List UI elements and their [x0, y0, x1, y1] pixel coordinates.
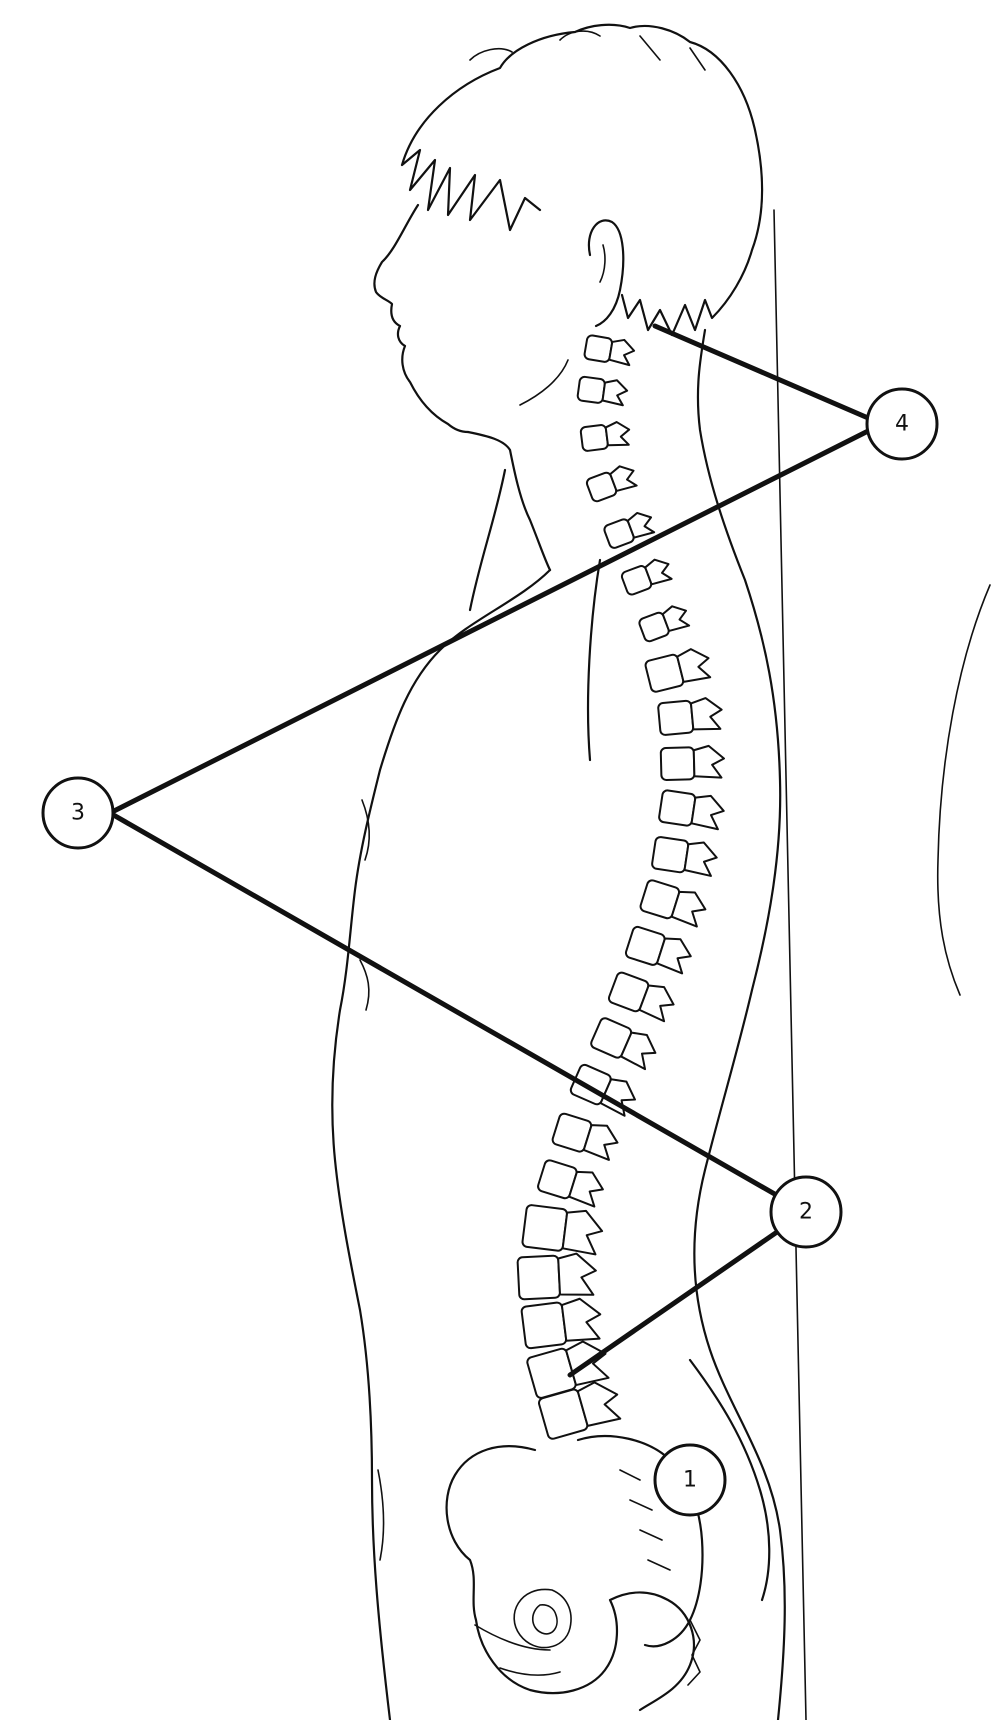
spinous-process: [609, 338, 636, 366]
acetabulum: [514, 1589, 571, 1647]
vertebra: [658, 789, 725, 831]
plumb-line: [774, 210, 806, 1720]
vertebra: [661, 746, 725, 781]
vertebra: [639, 878, 709, 928]
vertebra: [517, 1253, 597, 1300]
coccyx: [688, 1620, 700, 1685]
neck-front: [468, 432, 550, 570]
arm-outline: [470, 470, 600, 760]
spinous-process: [562, 1209, 604, 1255]
vertebra: [585, 462, 639, 502]
vertebral-body: [522, 1205, 568, 1252]
ear-inner: [600, 245, 605, 282]
vertebra: [521, 1296, 603, 1348]
vertebral-body: [521, 1302, 567, 1349]
face-profile: [374, 205, 468, 432]
vertebra: [644, 646, 713, 693]
callout-4: 4: [867, 389, 937, 459]
vertebra: [638, 602, 692, 642]
hair-outline: [402, 25, 762, 335]
callout-3: 3: [43, 778, 113, 848]
hip-crease: [378, 1470, 384, 1560]
callout-leaders: [110, 326, 882, 1375]
vertebra: [658, 697, 724, 736]
callout-4-label: 4: [895, 412, 909, 437]
spinous-process: [602, 379, 628, 406]
vertebra: [608, 970, 679, 1023]
vertebra: [625, 925, 695, 976]
callout-1: 1: [655, 1445, 725, 1515]
leader-4-cervical: [655, 326, 882, 424]
spinous-process: [691, 794, 725, 830]
vertebral-body: [658, 700, 694, 735]
spinous-process: [694, 746, 725, 779]
vertebral-body: [658, 790, 695, 827]
vertebral-body: [651, 836, 688, 873]
leader-4-to-3: [110, 424, 882, 813]
vertebra: [522, 1204, 604, 1256]
vertebral-body: [577, 376, 605, 403]
leader-2-lumbar: [570, 1212, 806, 1375]
vertebral-body: [517, 1256, 560, 1300]
vertebra: [651, 835, 718, 877]
spinous-process: [561, 1296, 603, 1342]
spinous-process: [691, 697, 724, 732]
callout-1-label: 1: [683, 1468, 697, 1493]
callout-2-label: 2: [799, 1200, 813, 1225]
vertebra: [580, 421, 631, 452]
hair-strands: [470, 31, 705, 70]
ear: [589, 220, 623, 326]
vertebra: [537, 1158, 607, 1208]
spinous-process: [558, 1253, 597, 1297]
vertebra: [620, 556, 674, 596]
callout-2: 2: [771, 1177, 841, 1247]
vertebra: [590, 1016, 661, 1071]
vertebra: [577, 375, 628, 406]
background-outline: [938, 585, 990, 995]
spinous-process: [605, 421, 631, 448]
vertebra: [584, 334, 636, 367]
vertebra: [551, 1111, 621, 1161]
rib-line: [360, 960, 369, 1010]
jaw-line: [520, 360, 568, 405]
vertebral-body: [580, 424, 608, 451]
vertebral-body: [661, 747, 695, 780]
chest-front: [332, 570, 550, 1720]
spinous-process: [684, 840, 718, 876]
spinous-process: [676, 646, 713, 684]
callout-3-label: 3: [71, 801, 85, 826]
